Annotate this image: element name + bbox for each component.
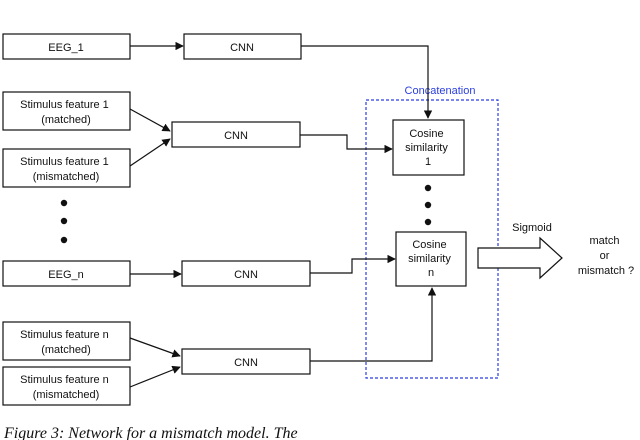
cosine-similarity-1-box — [392, 119, 465, 176]
arrow-cnn-eegn-to-cosinen — [310, 254, 396, 274]
output-label: match or mismatch ? — [578, 235, 634, 277]
sigmoid-label: Sigmoid — [512, 222, 552, 234]
arrow-cnn-stimn-to-cosinen — [310, 287, 437, 362]
ellipsis-dot — [60, 236, 68, 244]
stimulus-1-matched-box — [2, 91, 131, 131]
eeg-1-box — [2, 33, 131, 60]
ellipsis-dot — [60, 217, 68, 225]
ellipsis-dot — [424, 184, 432, 192]
cnn-stimulus-1-label: CNN — [224, 130, 248, 142]
arrow-cnn-eeg1-to-cosine1 — [301, 45, 433, 119]
cnn-eeg-1-label: CNN — [230, 42, 254, 54]
stimulus-n-mismatched-box — [2, 366, 131, 406]
cnn-eeg-n-box — [181, 260, 311, 287]
arrow-cnn-stim1-to-cosine1 — [300, 134, 393, 154]
eeg-1-label: EEG_1 — [48, 42, 83, 54]
arrow-stim1-mismatched-to-cnn — [129, 138, 171, 167]
cnn-stimulus-n-label: CNN — [234, 357, 258, 369]
ellipsis-dot — [424, 218, 432, 226]
cnn-stimulus-1-box — [171, 121, 301, 148]
arrow-stimn-matched-to-cnn — [129, 337, 181, 358]
stimulus-1-mismatched-box — [2, 148, 131, 188]
arrow-stim1-matched-to-cnn — [129, 108, 171, 132]
eeg-n-label: EEG_n — [48, 269, 83, 281]
stimulus-n-matched-box — [2, 321, 131, 361]
cosine-similarity-n-label: Cosine similarity n — [408, 239, 454, 279]
stimulus-1-matched-label: Stimulus feature 1 (matched) — [20, 99, 112, 126]
concatenation-region — [365, 99, 499, 379]
stimulus-n-matched-label: Stimulus feature n (matched) — [20, 329, 112, 356]
eeg-n-box — [2, 260, 131, 287]
stimulus-n-mismatched-label: Stimulus feature n (mismatched) — [20, 374, 112, 401]
cosine-similarity-n-box — [395, 231, 467, 287]
sigmoid-arrow — [477, 236, 563, 280]
ellipsis-dot — [424, 201, 432, 209]
concatenation-label: Concatenation — [405, 85, 476, 97]
ellipsis-dot — [60, 199, 68, 207]
cnn-eeg-n-label: CNN — [234, 269, 258, 281]
figure-caption: Figure 3: Network for a mismatch model. … — [3, 425, 298, 440]
cnn-stimulus-n-box — [181, 348, 311, 375]
stimulus-1-mismatched-label: Stimulus feature 1 (mismatched) — [20, 156, 112, 183]
cosine-similarity-1-label: Cosine similarity 1 — [405, 128, 451, 168]
arrow-stimn-mismatched-to-cnn — [129, 365, 181, 388]
